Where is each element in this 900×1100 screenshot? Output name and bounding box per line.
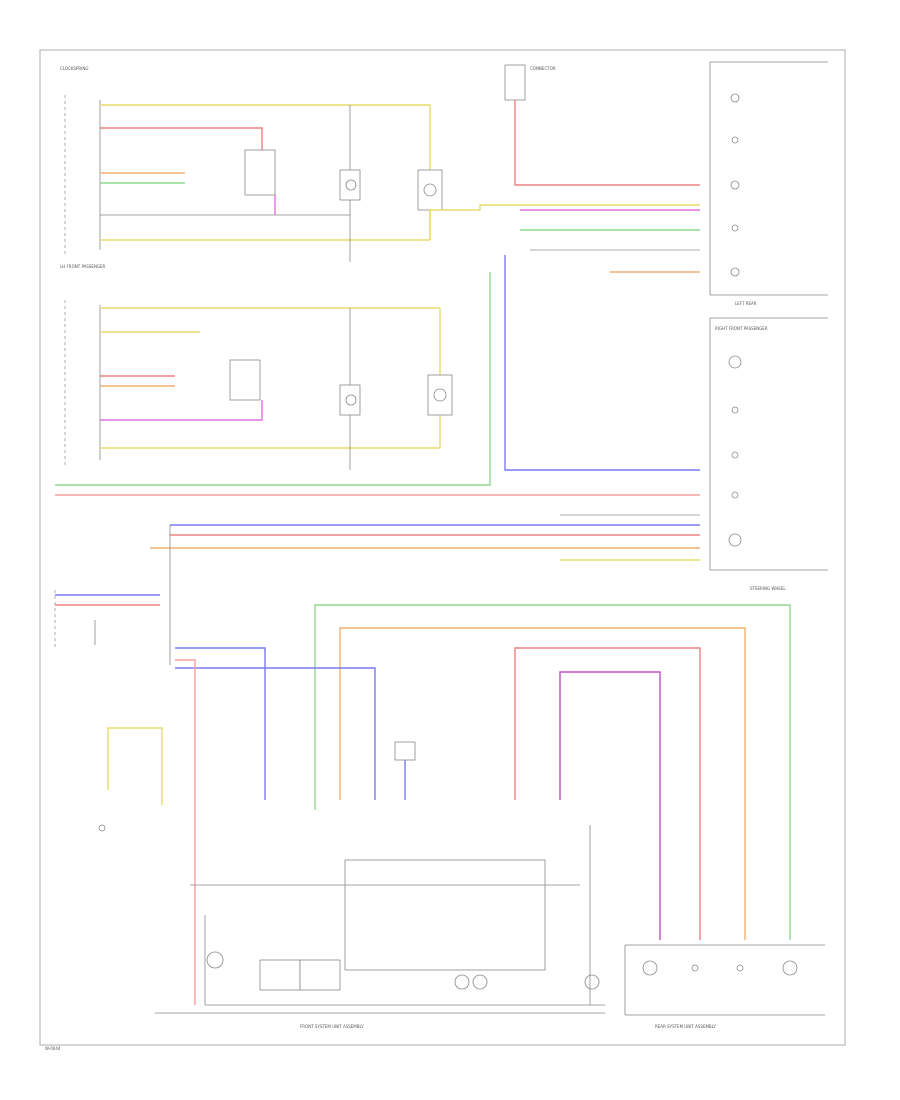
- right-top-header: LEFT REAR: [735, 301, 757, 306]
- mid-left-header: LH FRONT PASSENGER: [60, 264, 106, 269]
- front-assembly-caption: FRONT SYSTEM UNIT ASSEMBLY: [300, 1024, 364, 1029]
- right-mid-header: RIGHT FRONT PASSENGER: [715, 326, 768, 331]
- upper-left-switch-block: CLOCKSPRING: [60, 66, 443, 262]
- left-connector-stub: [54, 590, 160, 650]
- diagram-frame: [39, 49, 846, 1046]
- rear-assembly-caption: REAR SYSTEM UNIT ASSEMBLY: [655, 1024, 716, 1029]
- right-mid-footer: STEERING WHEEL: [750, 586, 786, 591]
- mid-left-switch-block: LH FRONT PASSENGER: [60, 264, 453, 470]
- top-center-note: CONNECTOR: [530, 66, 556, 71]
- right-mid-switch-panel: RIGHT FRONT PASSENGER STEERING WHEEL: [709, 317, 828, 591]
- ground-symbol: [98, 824, 106, 832]
- top-center-connector: CONNECTOR: [504, 64, 700, 186]
- right-top-switch-panel: LEFT REAR: [709, 61, 828, 306]
- top-left-header: CLOCKSPRING: [60, 66, 88, 71]
- front-system-assembly: FRONT SYSTEM UNIT ASSEMBLY: [155, 825, 605, 1029]
- rear-system-assembly: REAR SYSTEM UNIT ASSEMBLY: [624, 944, 825, 1029]
- page-code: W-0044: [45, 1046, 61, 1051]
